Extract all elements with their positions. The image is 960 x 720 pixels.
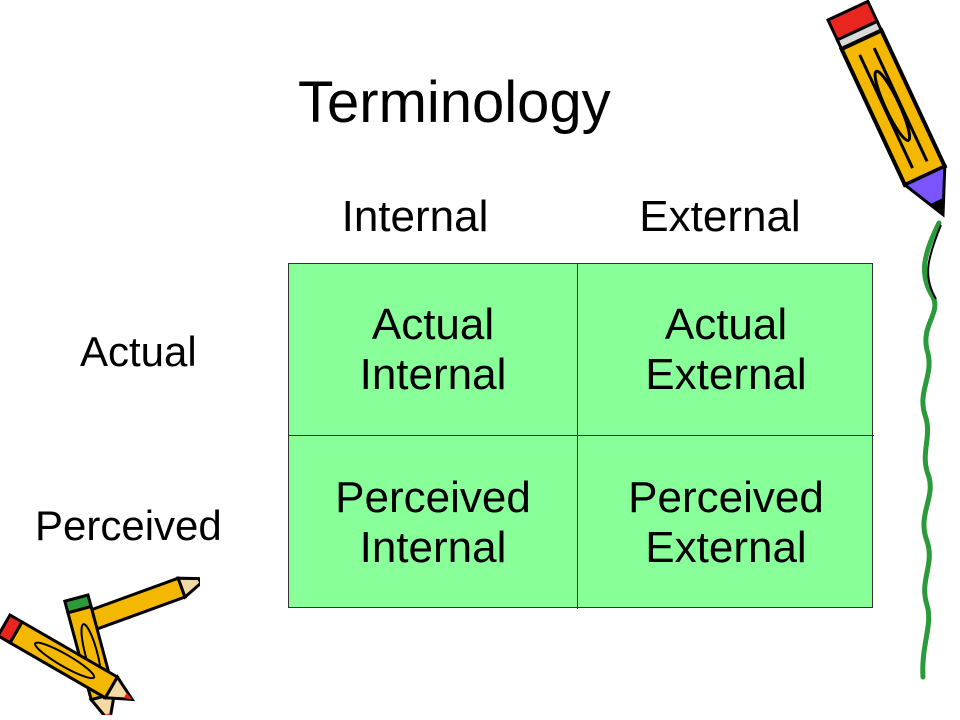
cell-line: Internal (359, 522, 507, 572)
cell-actual-internal: Actual Internal (289, 264, 578, 436)
cell-line: External (645, 349, 807, 399)
cell-line: Perceived (335, 472, 531, 522)
cell-line: Actual (371, 299, 495, 349)
cell-line: External (645, 522, 807, 572)
column-header-internal: Internal (341, 192, 489, 241)
cell-actual-external: Actual External (578, 264, 874, 436)
cell-perceived-external: Perceived External (578, 436, 874, 609)
row-header-actual: Actual (80, 328, 197, 375)
pencils-clipart-icon (0, 576, 200, 715)
pencil-clipart-icon (826, 0, 948, 218)
terminology-matrix: Actual Internal Actual External Perceive… (288, 263, 874, 609)
cell-perceived-internal: Perceived Internal (289, 436, 578, 609)
cell-line: Perceived (628, 472, 824, 522)
column-header-external: External (639, 192, 801, 241)
slide-title: Terminology (298, 70, 611, 135)
row-header-perceived: Perceived (35, 502, 222, 549)
cell-line: Actual (664, 299, 788, 349)
cell-line: Internal (359, 349, 507, 399)
squiggle-line-icon (920, 220, 942, 680)
